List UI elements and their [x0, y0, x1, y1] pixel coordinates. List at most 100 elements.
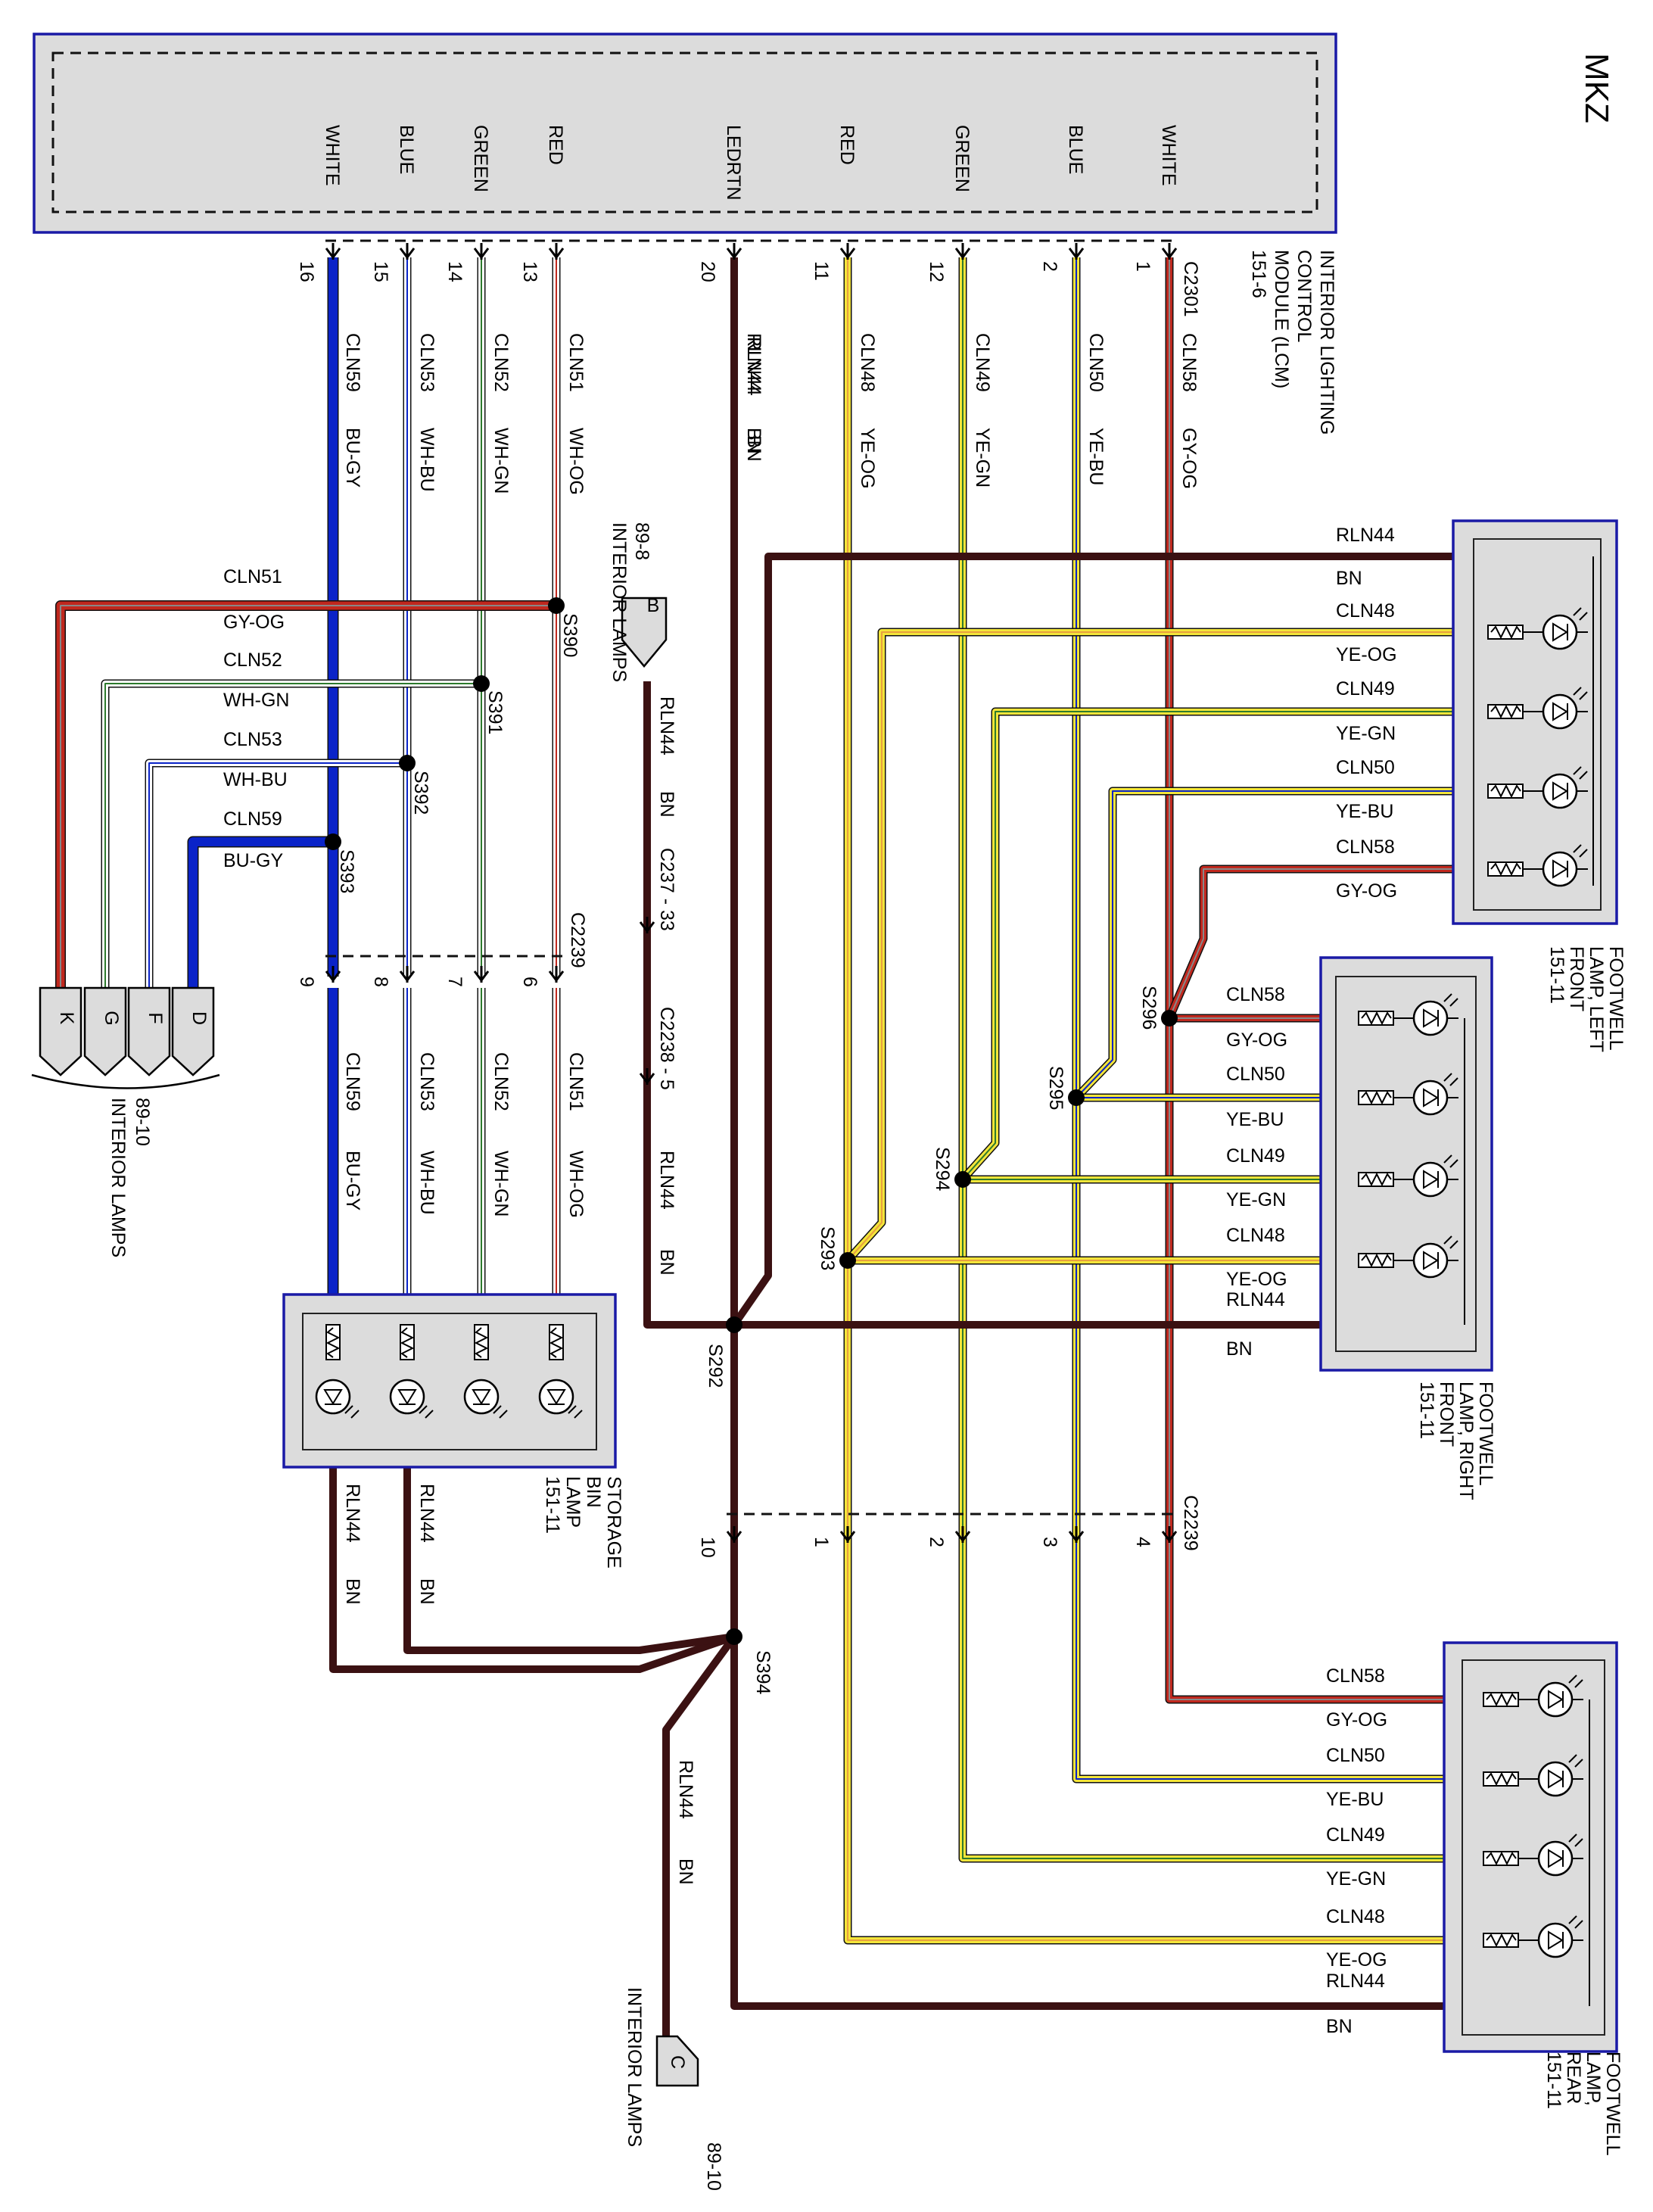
storage-bin-inner — [302, 1313, 597, 1450]
branch-left-cln49-stripe — [962, 711, 1453, 1180]
c2239-pin-number: 4 — [1132, 1537, 1153, 1547]
led-icon — [1542, 693, 1578, 730]
light-ray-icon — [1568, 1915, 1577, 1924]
led-icon — [1412, 1000, 1449, 1036]
footwell-right-front-lamp — [1319, 956, 1493, 1372]
resistor-zigzag — [549, 1327, 564, 1358]
footwell-wire-circuit: CLN49 — [1226, 1145, 1285, 1167]
light-ray-icon — [1573, 687, 1582, 696]
led-diode — [1548, 1690, 1564, 1709]
light-ray-icon — [1574, 1920, 1583, 1929]
wire-color-label: BN — [342, 1578, 363, 1605]
lcm-name: MODULE (LCM) — [1271, 250, 1292, 388]
wire-rln44-storage-a — [329, 1461, 736, 1673]
led-icon — [1542, 773, 1578, 809]
connector-b-ref: 89-8 — [631, 522, 652, 560]
light-ray-icon — [1574, 1679, 1583, 1688]
branch-color-label: BU-GY — [223, 850, 284, 871]
resistor-zigzag — [1490, 861, 1521, 877]
storage-bin-name: STORAGE — [603, 1476, 624, 1569]
resistor-zigzag — [1486, 1933, 1517, 1948]
led-diode — [1548, 1930, 1564, 1950]
footwell-wire-color: GY-OG — [1226, 1030, 1287, 1051]
footwell-right-front-inner — [1335, 976, 1477, 1352]
splice-label: S390 — [559, 613, 581, 657]
led-diode — [1548, 1849, 1564, 1868]
led-diode — [1552, 702, 1568, 721]
footwell-wire-color: YE-OG — [1226, 1269, 1287, 1290]
wire-circuit-label: RLN44 — [656, 1151, 677, 1210]
footwell-right-front-name: 151-11 — [1416, 1382, 1437, 1439]
footwell-wire-color: YE-BU — [1336, 801, 1393, 822]
footwell-right-front-name: FRONT — [1436, 1382, 1457, 1447]
lcm-pin-label: RED — [836, 125, 858, 165]
splice-S294 — [954, 1171, 971, 1188]
connector-K-body — [39, 986, 82, 1076]
wire-circuit-label: CLN59 — [342, 333, 363, 392]
footwell-wire-circuit: CLN48 — [1226, 1225, 1285, 1246]
splice-label: S394 — [752, 1650, 774, 1694]
footwell-wire-color: YE-GN — [1336, 723, 1396, 744]
branch-color-label: WH-BU — [223, 769, 288, 790]
connector-left-name: INTERIOR LAMPS — [107, 1098, 129, 1257]
wire-circuit-label: RLN44 — [342, 1484, 363, 1543]
wire-color-label: WH-GN — [490, 1151, 512, 1217]
footwell-right-front-name: FOOTWELL — [1475, 1382, 1496, 1486]
led-diode — [1552, 781, 1568, 801]
wire-color-label: BU-GY — [342, 428, 363, 488]
light-ray-icon — [1573, 607, 1582, 616]
footwell-wire-color: BN — [1226, 1338, 1253, 1360]
connector-left-ref: 89-10 — [132, 1098, 153, 1146]
splice-S296 — [1161, 1010, 1178, 1027]
footwell-wire-color: BN — [1326, 2016, 1353, 2037]
footwell-rear-name: FOOTWELL — [1602, 2052, 1623, 2156]
wire-circuit-label: CLN50 — [1085, 333, 1107, 392]
light-ray-icon — [425, 1410, 434, 1419]
led-diode — [472, 1389, 491, 1405]
light-ray-icon — [1443, 1154, 1452, 1164]
wire-color-label: BN — [656, 791, 677, 818]
branch-color-label: WH-GN — [223, 690, 289, 711]
footwell-wire-circuit: CLN50 — [1226, 1064, 1285, 1085]
wire-color-label: WH-BU — [416, 428, 437, 492]
components-layer — [31, 33, 1618, 2087]
footwell-wire-circuit: RLN44 — [1336, 525, 1395, 546]
wires-layer — [55, 239, 1453, 2036]
connector-F-body — [127, 986, 171, 1076]
labels-layer: MKZWHITE16CLN59BU-GYBLUE15CLN53WH-BUGREE… — [56, 53, 1627, 2191]
wire-cln50-rear — [1073, 1567, 1444, 1782]
footwell-wire-color: GY-OG — [1326, 1709, 1387, 1731]
lcm-pin-number: 11 — [811, 261, 832, 281]
wire-cln48-rear-stripe — [847, 1567, 1444, 1941]
led-icon — [1412, 1242, 1449, 1279]
lcm-pin-label: GREEN — [470, 125, 491, 192]
resistor-zigzag — [1490, 704, 1521, 719]
footwell-wire-color: YE-BU — [1226, 1109, 1284, 1130]
lcm-pin-number: 15 — [370, 261, 391, 282]
branch-color-label: GY-OG — [223, 612, 285, 633]
wire-circuit-label: RLN44 — [416, 1484, 437, 1543]
splice-label: S296 — [1138, 986, 1160, 1030]
wire-color-label: WH-OG — [565, 1151, 587, 1218]
connector-b-body — [621, 597, 668, 668]
lcm-pin-label: BLUE — [1065, 125, 1086, 174]
light-ray-icon — [499, 1410, 508, 1419]
branch-circuit-label: CLN53 — [223, 729, 282, 750]
footwell-right-front-name: LAMP, RIGHT — [1455, 1382, 1477, 1500]
inline-connector-label: C2238 - 5 — [656, 1007, 677, 1090]
footwell-wire-color: BN — [1336, 568, 1362, 589]
splice-S292 — [726, 1316, 742, 1333]
connector-b-pin: B — [647, 595, 660, 616]
resistor-zigzag — [1490, 625, 1521, 640]
lcm-pin-label: BLUE — [396, 125, 417, 174]
connector-pin-letter: K — [56, 1012, 77, 1025]
led-diode — [1552, 622, 1568, 642]
wire-color-label: YE-OG — [857, 428, 878, 489]
resistor-zigzag — [1486, 1851, 1517, 1866]
resistor-zigzag — [325, 1327, 341, 1358]
footwell-wire-color: YE-BU — [1326, 1789, 1384, 1810]
lcm-pin-number: 20 — [697, 261, 718, 282]
connector-c2301-label: C2301 — [1180, 261, 1201, 317]
wire-circuit-label: RLN44 — [675, 1760, 696, 1819]
